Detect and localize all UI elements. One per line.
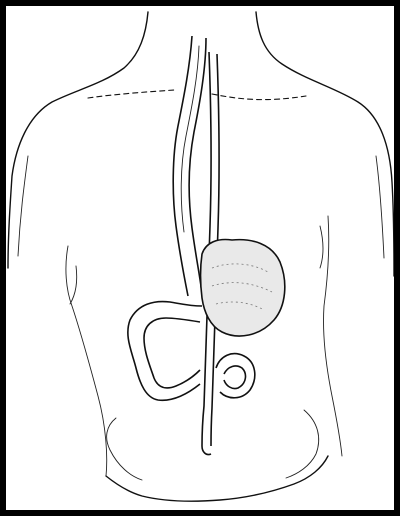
scope-tube-end <box>202 446 211 455</box>
left-flank-line-2 <box>70 266 77 304</box>
right-flank-line-2 <box>320 226 323 268</box>
body-outline-right <box>256 12 394 276</box>
bile-duct-loop-outer <box>216 354 255 398</box>
body-outline-left <box>8 12 148 268</box>
duodenum-inner <box>144 318 200 388</box>
bile-duct-loop-inner <box>224 366 245 389</box>
stomach <box>201 240 285 336</box>
left-iliac-line <box>107 418 142 480</box>
left-flank-line <box>66 246 107 476</box>
duodenum-outer <box>128 302 202 401</box>
left-arm-inner-line <box>18 156 28 256</box>
torso-anatomy-illustration <box>6 6 394 510</box>
right-iliac-line <box>286 410 319 478</box>
diaphragm-dashed-line-right <box>212 94 306 100</box>
illustration-frame <box>6 6 394 510</box>
diaphragm-dashed-line <box>88 90 174 98</box>
right-flank-line <box>323 216 342 456</box>
right-arm-inner-line <box>376 156 384 258</box>
